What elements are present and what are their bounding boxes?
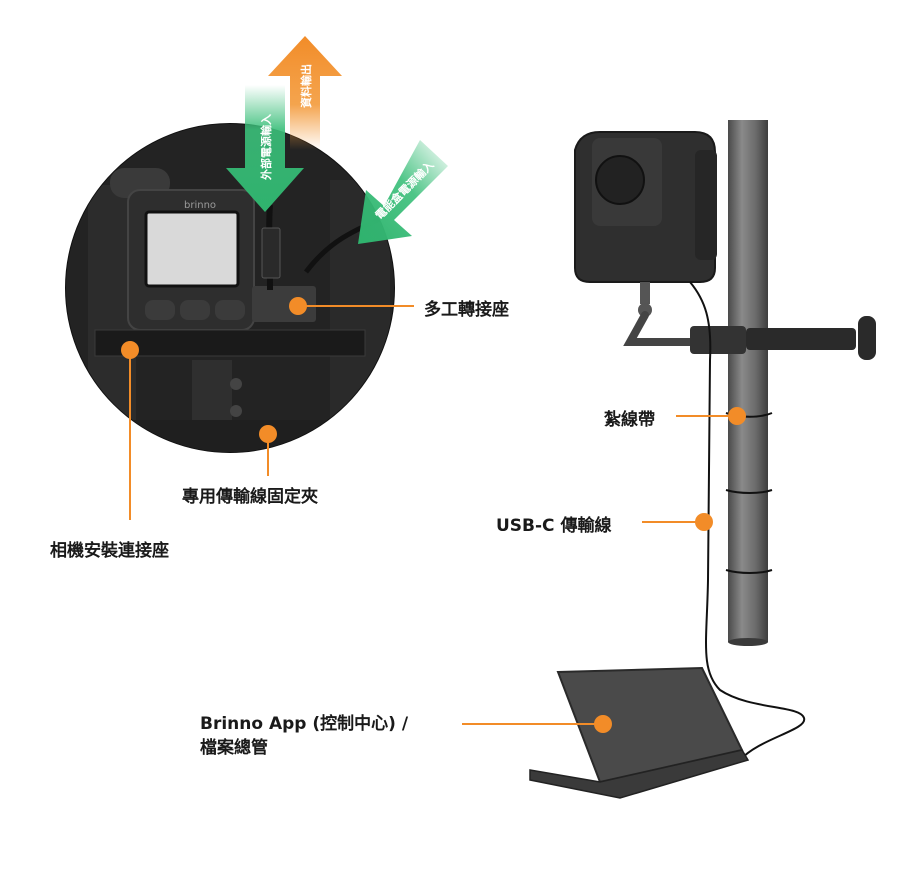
camera-on-pole	[574, 131, 876, 360]
usb-c-cable-dot	[695, 513, 713, 531]
data-out-arrow	[268, 36, 342, 150]
laptop	[529, 666, 750, 799]
app-label: Brinno App (控制中心) / 檔案總管	[200, 712, 480, 760]
battery-power-in-arrow	[358, 140, 448, 244]
adapter-dot	[289, 297, 307, 315]
pole	[728, 120, 768, 646]
camera-mount-label: 相機安裝連接座	[50, 541, 169, 561]
callout-dots	[121, 297, 746, 733]
data-out-text: 資料輸出	[299, 64, 313, 108]
external-power-in-text: 外部電源輸入	[259, 114, 273, 181]
app-label-line1: Brinno App (控制中心) /	[200, 714, 409, 734]
callout-lines	[129, 305, 730, 725]
battery-power-in-text: 電能盒電源輸入	[372, 158, 436, 222]
adapter-label: 多工轉接座	[424, 300, 509, 320]
external-power-in-arrow	[226, 85, 304, 212]
usb-c-cable-line	[689, 281, 806, 761]
camera-mount-dot	[121, 341, 139, 359]
device-brand-text: brinno	[184, 200, 216, 211]
cable-tie-dot	[728, 407, 746, 425]
usb-c-cable-label: USB-C 傳輸線	[496, 516, 612, 536]
cable-clip-dot	[259, 425, 277, 443]
cable-tie-label: 紮線帶	[604, 410, 655, 430]
cable-clip-label: 專用傳輸線固定夾	[182, 487, 318, 507]
app-label-line2: 檔案總管	[200, 738, 268, 758]
app-dot	[594, 715, 612, 733]
